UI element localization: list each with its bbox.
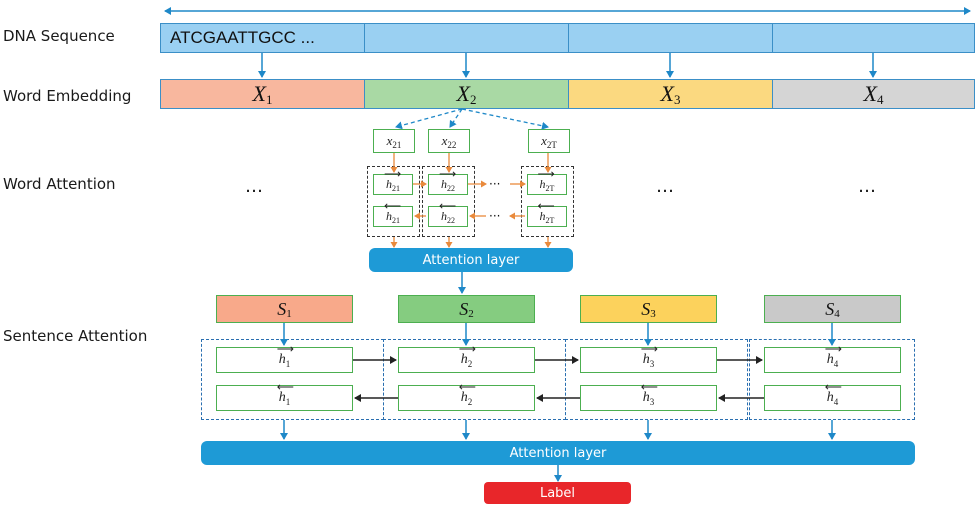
output-label: Label (484, 482, 631, 504)
sequence-segment (568, 23, 773, 53)
sentence-hidden-sub: 1 (285, 359, 291, 369)
word-hidden-backward: h21 (373, 199, 413, 227)
sentence-var: S (825, 298, 835, 319)
sentence-attention-layer: Attention layer (201, 441, 915, 465)
ellipsis-small: ··· (489, 177, 501, 191)
embed-to-word-arrow (395, 108, 463, 130)
sentence-hidden-var: h (459, 380, 476, 406)
embedding-sub: 1 (265, 92, 273, 107)
sentence-sub: 3 (650, 308, 656, 320)
sentence-var: S (277, 298, 287, 319)
sequence-segment (364, 23, 569, 53)
word-input-var: x (541, 133, 547, 148)
embedding-var: X (660, 81, 674, 106)
word-hidden-sub: 2T (545, 216, 555, 225)
sentence-hidden-backward: h4 (764, 380, 901, 411)
word-input-var: x (441, 133, 448, 148)
sentence-hidden-backward: h3 (580, 380, 717, 411)
word-hidden-sub: 2T (545, 184, 555, 193)
embedding-var: X (863, 81, 877, 106)
sequence-segment (772, 23, 975, 53)
row-label-word-attention: Word Attention (3, 175, 116, 193)
word-hidden-backward: h22 (428, 199, 468, 227)
word-attention-layer: Attention layer (369, 248, 573, 272)
sentence-hidden-forward: h3 (580, 342, 717, 373)
sentence-hidden-forward: h4 (764, 342, 901, 373)
sentence-hidden-sub: 3 (649, 359, 655, 369)
word-hidden-sub: 22 (447, 216, 455, 225)
sentence-hidden-var: h (277, 380, 294, 406)
sentence-hidden-backward: h1 (216, 380, 353, 411)
word-hidden-var: h (384, 199, 401, 224)
word-input-sub: 22 (447, 140, 457, 150)
sentence-bigru-group (565, 339, 748, 420)
word-hidden-backward: h2T (527, 199, 567, 227)
word-input-sub: 21 (392, 140, 402, 150)
sentence-hidden-backward: h2 (398, 380, 535, 411)
embedding-sub: 3 (673, 92, 681, 107)
row-label-dna: DNA Sequence (3, 27, 115, 45)
sentence-var: S (459, 298, 469, 319)
word-hidden-sub: 22 (447, 184, 455, 193)
sentence-sub: 2 (468, 308, 474, 320)
sentence-hidden-var: h (825, 380, 842, 406)
embed-to-word-arrow (461, 108, 549, 130)
word-hidden-forward: h2T (527, 167, 567, 195)
word-hidden-var: h (538, 199, 555, 224)
embedding-var: X (456, 81, 470, 106)
ellipsis: … (245, 176, 264, 197)
sentence-hidden-var: h (641, 380, 658, 406)
sentence-hidden-sub: 1 (285, 397, 291, 407)
sentence-var: S (641, 298, 651, 319)
ellipsis: … (656, 176, 675, 197)
word-hidden-sub: 21 (392, 216, 400, 225)
sequence-text: ATCGAATTGCC ... (170, 28, 315, 47)
word-input-var: x (386, 133, 393, 148)
row-label-embedding: Word Embedding (3, 87, 132, 105)
sentence-hidden-forward: h2 (398, 342, 535, 373)
embedding-var: X (252, 81, 266, 106)
sentence-hidden-sub: 2 (467, 397, 473, 407)
sentence-sub: 4 (834, 308, 840, 320)
sentence-hidden-sub: 2 (467, 359, 473, 369)
ellipsis: … (858, 176, 877, 197)
sentence-sub: 1 (286, 308, 292, 320)
word-input-sub: 2T (546, 140, 557, 150)
embedding-sub: 2 (469, 92, 477, 107)
sentence-hidden-sub: 3 (649, 397, 655, 407)
embedding-sub: 4 (876, 92, 884, 107)
sentence-hidden-sub: 4 (833, 359, 839, 369)
row-label-sentence-attention: Sentence Attention (3, 327, 148, 345)
word-hidden-var: h (439, 199, 456, 224)
ellipsis-small: ··· (489, 209, 501, 223)
sentence-hidden-sub: 4 (833, 397, 839, 407)
word-hidden-sub: 21 (392, 184, 400, 193)
embed-to-word-arrow (449, 108, 463, 128)
